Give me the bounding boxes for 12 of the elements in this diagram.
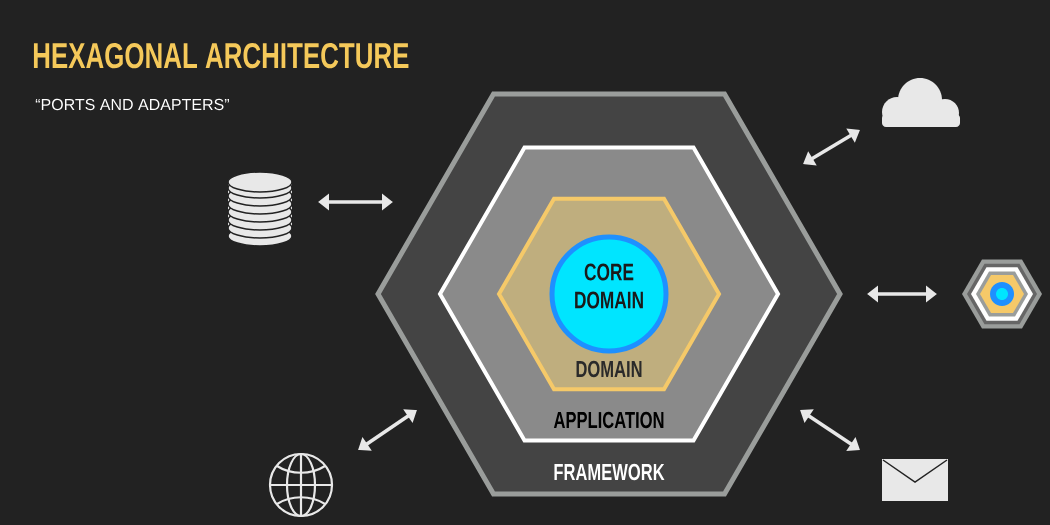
arrow	[867, 285, 937, 303]
subtitle: “PORTS AND ADAPTERS”	[35, 98, 229, 111]
globe-icon	[268, 452, 334, 518]
arrow	[800, 409, 860, 451]
arrow	[803, 128, 860, 166]
envelope-icon	[882, 459, 948, 501]
arrow	[358, 409, 417, 451]
cloud-icon	[882, 78, 960, 127]
hexagon-icon	[962, 259, 1042, 329]
title: HEXAGONAL ARCHITECTURE	[33, 42, 409, 69]
arrow	[318, 193, 393, 211]
database-icon	[227, 171, 293, 247]
